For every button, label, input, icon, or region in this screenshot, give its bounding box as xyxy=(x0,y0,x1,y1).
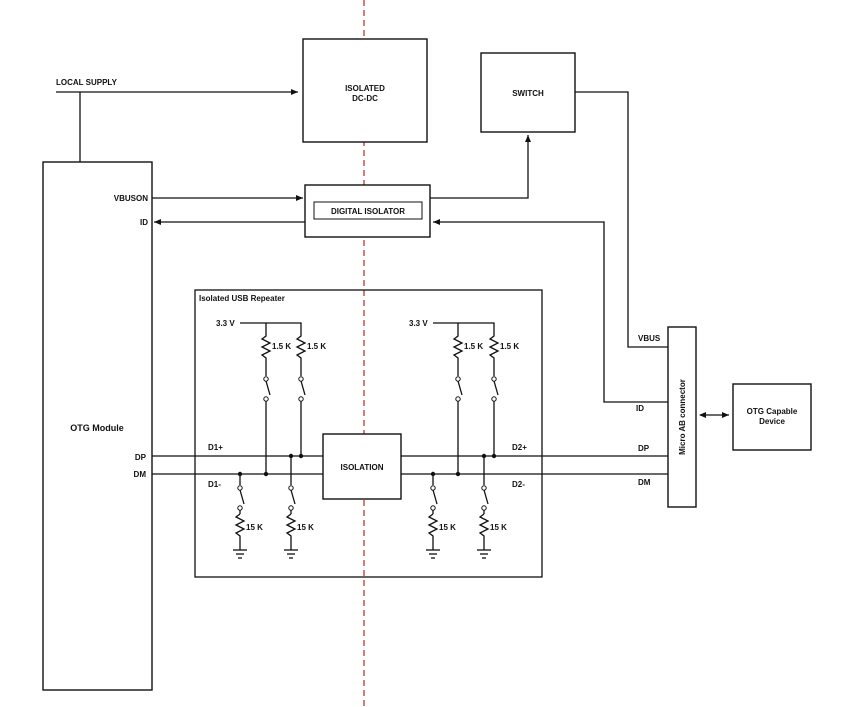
dp-left-label: DP xyxy=(135,453,147,462)
digital-isolator-inner xyxy=(313,201,423,220)
switch-block xyxy=(480,52,576,133)
id-right-label: ID xyxy=(636,404,644,413)
pullup-resistor-2 xyxy=(295,333,307,362)
pullup-resistor-3-label: 1.5 K xyxy=(464,342,483,351)
isolated-dcdc-label-line2: DC-DC xyxy=(352,94,378,103)
vbuson-label: VBUSON xyxy=(114,194,148,203)
pullup-resistor-4 xyxy=(488,333,500,362)
vbus-right-label: VBUS xyxy=(638,334,661,343)
micro-ab-connector xyxy=(667,326,697,508)
supply-left-label: 3.3 V xyxy=(216,319,235,328)
d1-minus-label: D1- xyxy=(208,480,221,489)
pullup-resistor-2-label: 1.5 K xyxy=(307,342,326,351)
dm-left-label: DM xyxy=(134,470,147,479)
isolated-dcdc-block xyxy=(302,38,428,143)
dm-right-label: DM xyxy=(638,478,651,487)
otg-device-label-line1: OTG Capable xyxy=(747,407,798,416)
pulldown-resistor-3 xyxy=(427,513,439,550)
usb-repeater-block xyxy=(194,289,543,578)
pulldown-resistor-4-label: 15 K xyxy=(490,523,507,532)
d1-plus-label: D1+ xyxy=(208,443,223,452)
otg-device-block xyxy=(732,383,812,451)
pullup-resistor-1 xyxy=(260,333,272,362)
pulldown-resistor-2 xyxy=(285,513,297,550)
usb-repeater-title: Isolated USB Repeater xyxy=(199,294,285,303)
switch-label: SWITCH xyxy=(512,89,544,98)
pulldown-resistor-4 xyxy=(478,513,490,550)
micro-ab-label: Micro AB connector xyxy=(678,379,687,455)
d2-minus-label: D2- xyxy=(512,480,525,489)
digital-isolator-block xyxy=(304,184,431,238)
isolation-block xyxy=(322,433,402,500)
pulldown-resistor-1 xyxy=(234,513,246,550)
d2-plus-label: D2+ xyxy=(512,443,527,452)
pulldown-resistor-3-label: 15 K xyxy=(439,523,456,532)
otg-module-block xyxy=(42,161,153,691)
isolation-label: ISOLATION xyxy=(341,463,384,472)
pulldown-resistor-2-label: 15 K xyxy=(297,523,314,532)
pullup-resistor-1-label: 1.5 K xyxy=(272,342,291,351)
id-left-label: ID xyxy=(140,218,148,227)
supply-right-label: 3.3 V xyxy=(409,319,428,328)
dp-right-label: DP xyxy=(638,444,650,453)
otg-device-label-line2: Device xyxy=(759,417,785,426)
isolated-dcdc-label-line1: ISOLATED xyxy=(345,84,385,93)
pullup-resistor-4-label: 1.5 K xyxy=(500,342,519,351)
pullup-resistor-3 xyxy=(452,333,464,362)
pulldown-resistor-1-label: 15 K xyxy=(246,523,263,532)
otg-module-label: OTG Module xyxy=(70,423,124,433)
digital-isolator-label: DIGITAL ISOLATOR xyxy=(331,207,405,216)
local-supply-label: LOCAL SUPPLY xyxy=(56,78,118,87)
